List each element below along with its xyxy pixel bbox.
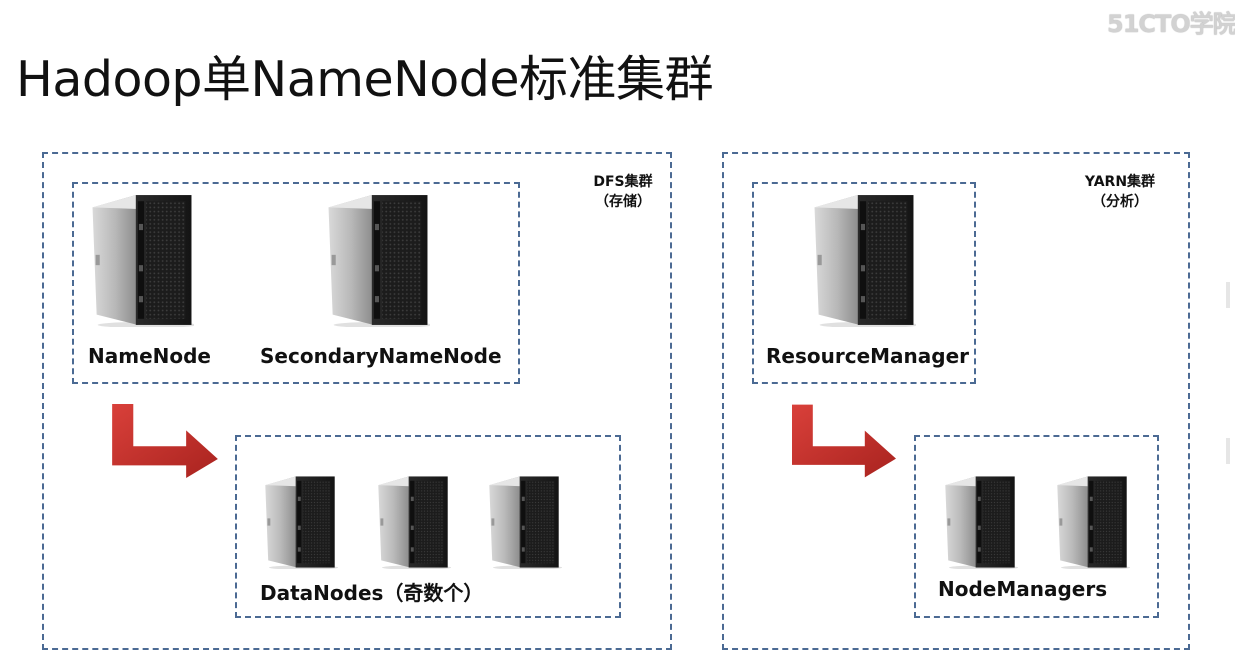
resourcemanager-label: ResourceManager	[766, 344, 970, 368]
datanodes-label: DataNodes（奇数个）	[260, 581, 484, 605]
nodemanagers-group-box	[914, 435, 1159, 618]
resourcemanager-server-icon	[812, 193, 916, 327]
dfs-cluster-purpose: （存储）	[595, 194, 651, 210]
resourcemanager-group-box	[752, 182, 976, 384]
datanode-server-icon	[486, 475, 562, 569]
nodemanagers-label: NodeManagers	[938, 577, 1108, 601]
namenode-server-icon	[90, 193, 194, 327]
watermark-logo: 51CTO学院	[1107, 10, 1235, 38]
dfs-cluster-box	[42, 152, 672, 650]
page-title: Hadoop单NameNode标准集群	[16, 51, 713, 108]
namenode-label: NameNode	[88, 344, 211, 368]
edge-artifact	[1226, 438, 1230, 464]
yarn-cluster-name: YARN集群	[1084, 174, 1156, 190]
dfs-cluster-name: DFS集群	[593, 174, 653, 190]
secondary-namenode-server-icon	[326, 193, 430, 327]
yarn-cluster-purpose: （分析）	[1092, 194, 1148, 210]
namenode-group-box	[72, 182, 520, 384]
datanodes-group-box	[235, 435, 621, 618]
nodemanager-server-icon	[942, 475, 1018, 569]
datanode-server-icon	[262, 475, 338, 569]
datanode-server-icon	[375, 475, 451, 569]
yarn-arrow-down-right-icon	[792, 404, 896, 478]
dfs-arrow-down-right-icon	[112, 404, 218, 478]
nodemanager-server-icon	[1054, 475, 1130, 569]
yarn-cluster-label: YARN集群 （分析）	[1072, 172, 1168, 212]
dfs-cluster-label: DFS集群 （存储）	[578, 172, 668, 212]
secondary-namenode-label: SecondaryNameNode	[260, 344, 502, 368]
yarn-cluster-box	[722, 152, 1190, 650]
edge-artifact	[1226, 282, 1230, 308]
